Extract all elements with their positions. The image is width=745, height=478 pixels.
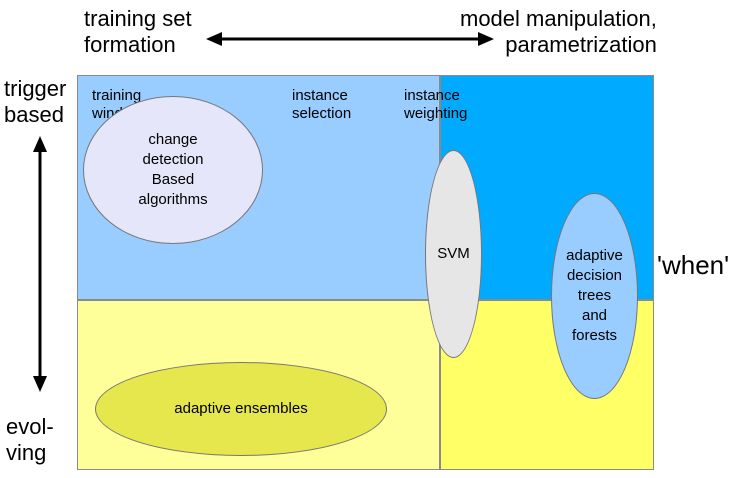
svm-ellipse: SVM	[425, 150, 482, 358]
top-axis-right-label: model manipulation, parametrization	[460, 6, 657, 57]
instance-weighting-label: instance weighting	[404, 87, 468, 122]
change-detection-label: change detection Based algorithms	[138, 131, 208, 208]
top-axis-left-label: training set formation	[84, 6, 192, 57]
left-axis-bottom-label: evol- ving	[6, 414, 54, 465]
adaptive-ensembles-label: adaptive ensembles	[174, 400, 308, 417]
svm-label: SVM	[437, 245, 470, 262]
when-label: 'when'	[657, 250, 730, 280]
change-detection-ellipse: change detection Based algorithms	[83, 96, 263, 244]
adaptive-trees-label: adaptive decision trees and forests	[566, 247, 623, 344]
adaptive-trees-ellipse: adaptive decision trees and forests	[551, 193, 638, 399]
left-axis-top-label: trigger based	[4, 76, 67, 127]
instance-selection-label: instance selection	[292, 87, 352, 122]
adaptive-ensembles-ellipse: adaptive ensembles	[95, 362, 387, 456]
